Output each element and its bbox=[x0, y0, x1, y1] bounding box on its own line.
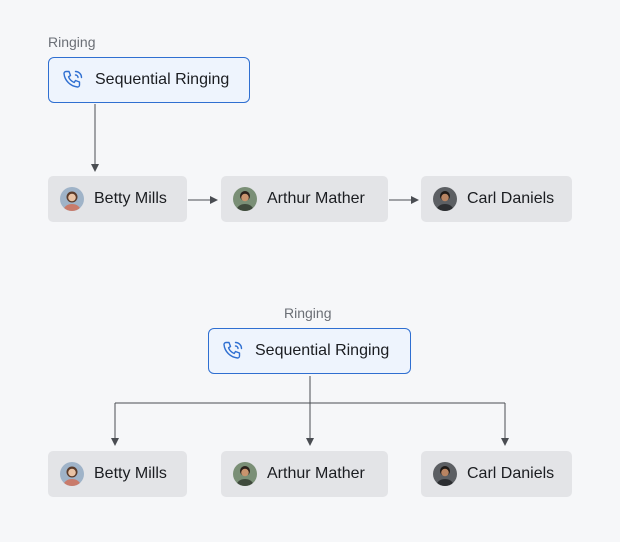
phone-ringing-icon bbox=[61, 68, 85, 92]
top-person-carl-daniels[interactable]: Carl Daniels bbox=[421, 176, 572, 222]
top-person-betty-mills[interactable]: Betty Mills bbox=[48, 176, 187, 222]
person-name: Betty Mills bbox=[94, 465, 167, 482]
phone-ringing-icon bbox=[221, 339, 245, 363]
ringing-node-label: Sequential Ringing bbox=[95, 71, 230, 88]
person-name: Betty Mills bbox=[94, 190, 167, 207]
avatar-arthur bbox=[233, 462, 257, 486]
top-sequential-ringing-node[interactable]: Sequential Ringing bbox=[48, 57, 250, 103]
bottom-sequential-ringing-node[interactable]: Sequential Ringing bbox=[208, 328, 411, 374]
person-name: Arthur Mather bbox=[267, 190, 365, 207]
ringing-node-label: Sequential Ringing bbox=[255, 342, 390, 359]
person-name: Carl Daniels bbox=[467, 465, 555, 482]
avatar-betty bbox=[60, 187, 84, 211]
avatar-carl bbox=[433, 187, 457, 211]
avatar-arthur bbox=[233, 187, 257, 211]
bottom-section-label: Ringing bbox=[284, 305, 332, 321]
person-name: Arthur Mather bbox=[267, 465, 365, 482]
bottom-person-betty-mills[interactable]: Betty Mills bbox=[48, 451, 187, 497]
person-name: Carl Daniels bbox=[467, 190, 555, 207]
avatar-betty bbox=[60, 462, 84, 486]
bottom-person-arthur-mather[interactable]: Arthur Mather bbox=[221, 451, 388, 497]
top-section-label: Ringing bbox=[48, 34, 96, 50]
bottom-person-carl-daniels[interactable]: Carl Daniels bbox=[421, 451, 572, 497]
top-person-arthur-mather[interactable]: Arthur Mather bbox=[221, 176, 388, 222]
avatar-carl bbox=[433, 462, 457, 486]
